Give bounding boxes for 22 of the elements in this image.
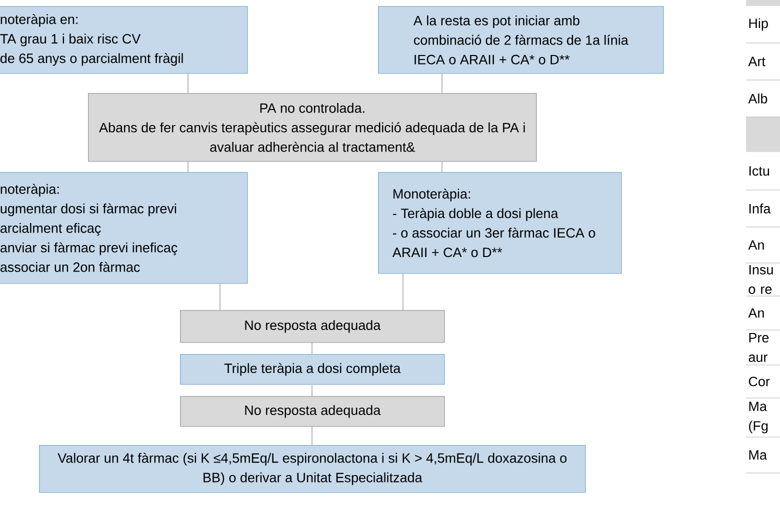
table-cell: An xyxy=(748,240,764,250)
flow-box: No resposta adequada xyxy=(180,310,445,343)
table-cell: Art xyxy=(748,56,766,66)
connector-line xyxy=(402,273,404,310)
table-cell: Cor xyxy=(748,376,770,386)
flow-box: Monoteràpia: - Teràpia doble a dosi plena - o associar un 3er fàrmac IECA o ARAII + CA* o D** xyxy=(378,172,622,274)
flow-box: Valorar un 4t fàrmac (si K ≤4,5mEq/L espironolactona i si K > 4,5mEq/L doxazosina o BB) o derivar a Unitat Especialitzada xyxy=(39,445,586,493)
flow-box: noteràpia en: TA grau 1 i baix risc CV de 65 anys o parcialment fràgil xyxy=(0,6,248,74)
flow-box: Triple teràpia a dosi completa xyxy=(180,354,445,385)
table-cell: Ma xyxy=(749,450,767,460)
table-cell: Ma (Fg xyxy=(749,402,768,434)
flow-box: noteràpia: ugmentar dosi si fàrmac previ arcialment eficaç anviar si fàrmac previ ineficaç associar un 2on fàrmac xyxy=(0,172,248,284)
table-cell: Pre aur xyxy=(748,333,769,362)
table-cell: Infa xyxy=(749,204,771,214)
table-cell: Insu o re xyxy=(748,265,773,294)
table-cell: Alb xyxy=(748,94,768,104)
flow-box: PA no controlada. Abans de fer canvis terapèutics assegurar medició adequada de la PA i avaluar adherència al tractament& xyxy=(88,93,537,162)
flow-box: A la resta es pot iniciar amb combinació de 2 fàrmacs de 1a línia IECA o ARAII + CA* o D** xyxy=(378,6,664,74)
flow-box: No resposta adequada xyxy=(180,396,445,427)
table-cell: Hip xyxy=(749,18,768,31)
table-cell: Ictu xyxy=(749,166,770,176)
table-cell: An xyxy=(748,308,764,318)
